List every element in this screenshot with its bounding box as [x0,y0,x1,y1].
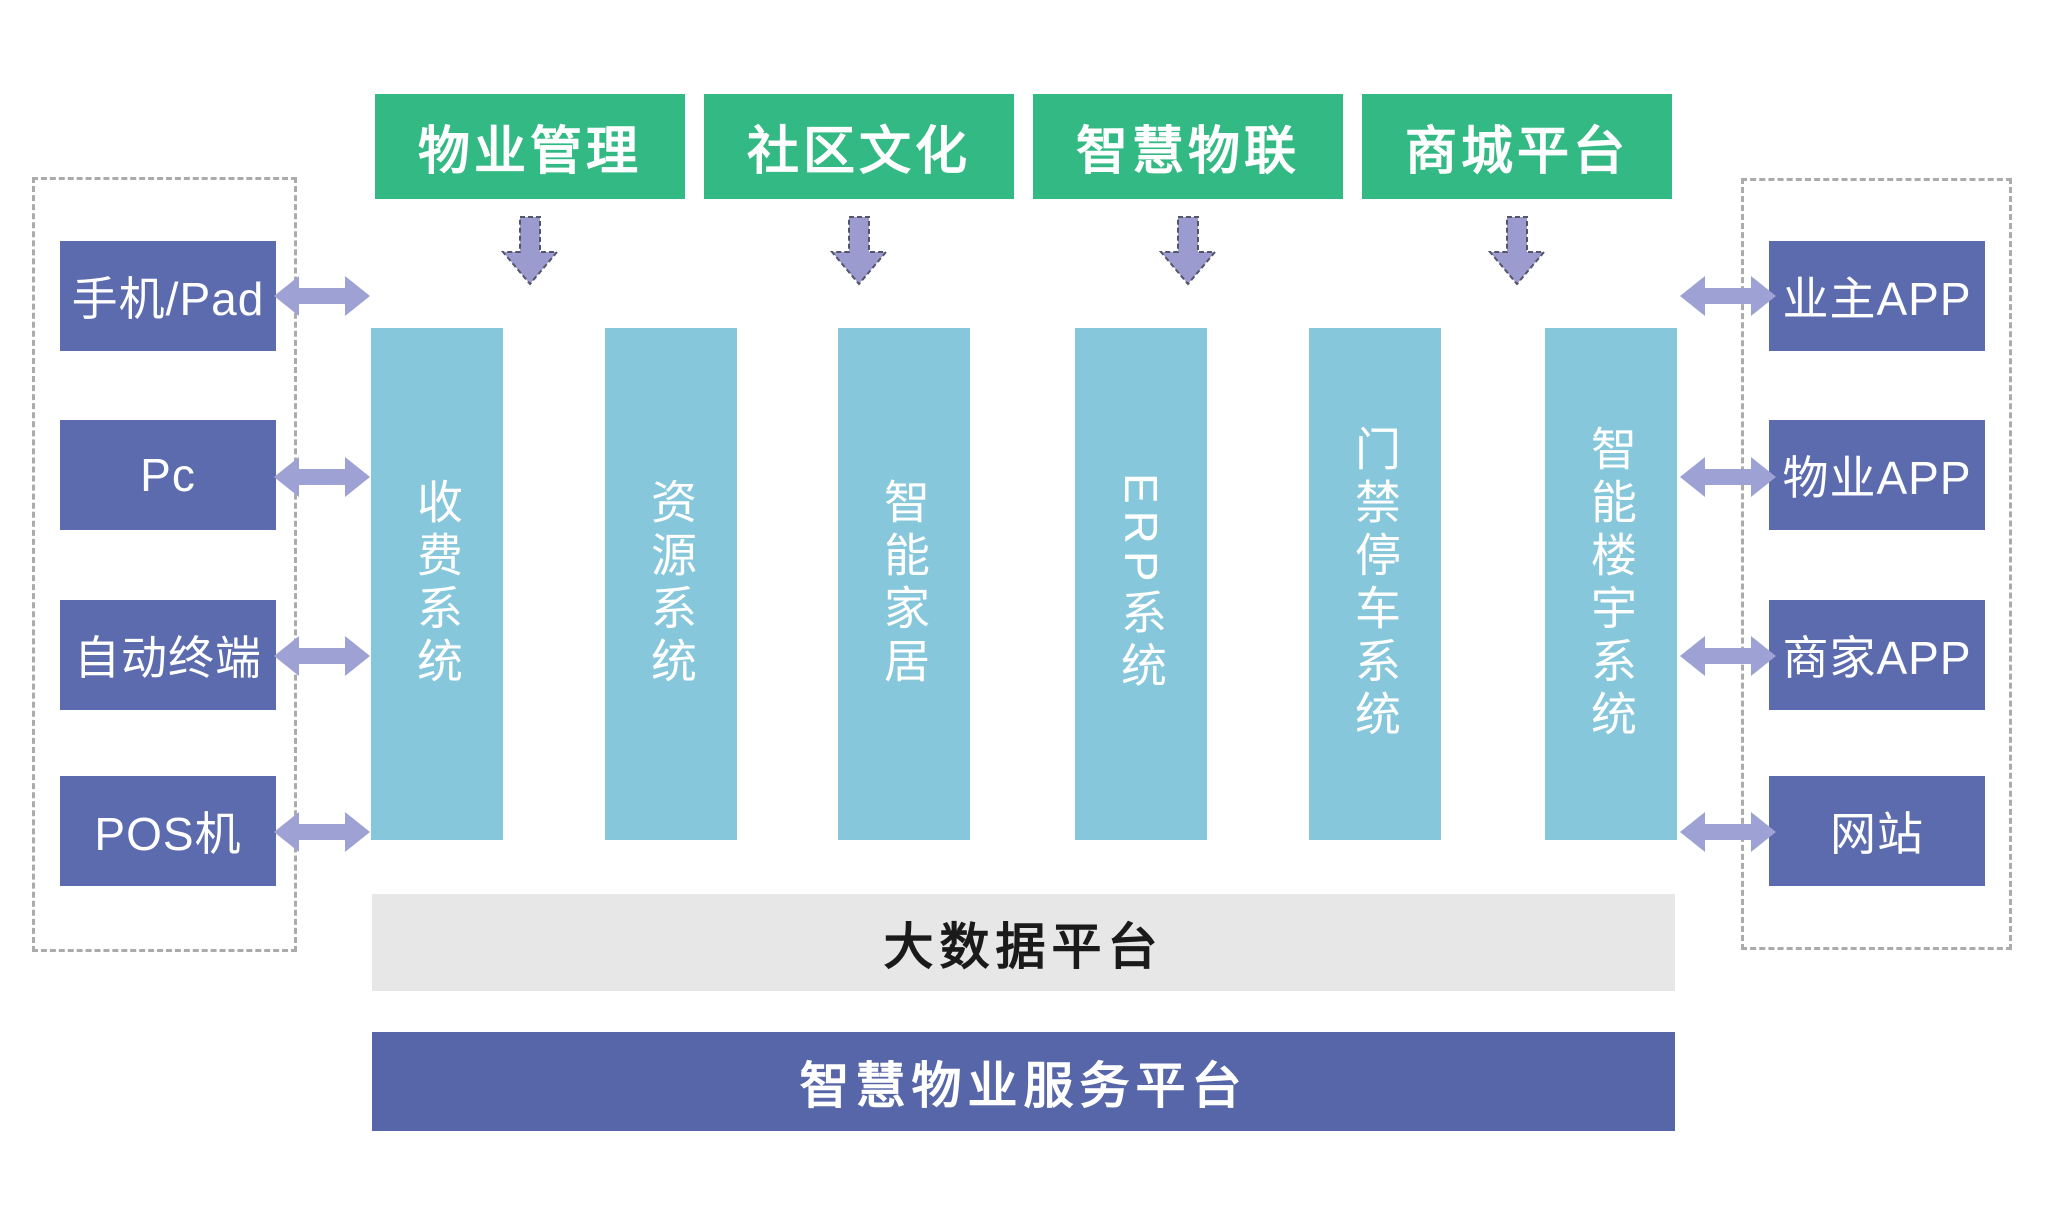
module-box-property-management: 物业管理 [375,94,685,199]
device-box-pos: POS机 [60,776,276,886]
device-box-mobile-pad: 手机/Pad [60,241,276,351]
system-col-label: 智能楼宇系统 [1585,425,1637,743]
device-box-pc: Pc [60,420,276,530]
system-col-label: 资源系统 [645,478,697,690]
app-box-merchant-app: 商家APP [1769,600,1985,710]
module-box-community-culture: 社区文化 [704,94,1014,199]
double-arrow-icon [1678,632,1778,680]
down-arrow-icon [829,215,889,287]
system-col-label: 收费系统 [411,478,463,690]
double-arrow-icon [1678,808,1778,856]
app-box-website: 网站 [1769,776,1985,886]
big-data-platform-bar: 大数据平台 [372,894,1675,991]
left-devices-panel [32,177,297,952]
double-arrow-icon [272,632,372,680]
module-box-smart-iot: 智慧物联 [1033,94,1343,199]
system-col-smart-home: 智能家居 [838,328,970,840]
down-arrow-icon [1158,215,1218,287]
device-box-auto-terminal: 自动终端 [60,600,276,710]
double-arrow-icon [1678,272,1778,320]
system-col-resource: 资源系统 [605,328,737,840]
double-arrow-icon [272,808,372,856]
module-box-mall-platform: 商城平台 [1362,94,1672,199]
down-arrow-icon [500,215,560,287]
system-col-smart-building: 智能楼宇系统 [1545,328,1677,840]
system-col-charging: 收费系统 [371,328,503,840]
system-col-label: 门禁停车系统 [1349,425,1401,743]
double-arrow-icon [272,453,372,501]
double-arrow-icon [272,272,372,320]
app-box-property-app: 物业APP [1769,420,1985,530]
system-col-label: ERP系统 [1115,473,1167,695]
system-col-access-parking: 门禁停车系统 [1309,328,1441,840]
double-arrow-icon [1678,453,1778,501]
down-arrow-icon [1487,215,1547,287]
smart-property-service-platform-bar: 智慧物业服务平台 [372,1032,1675,1131]
system-col-label: 智能家居 [878,478,930,690]
right-apps-panel [1741,178,2012,950]
app-box-owner-app: 业主APP [1769,241,1985,351]
system-col-erp: ERP系统 [1075,328,1207,840]
